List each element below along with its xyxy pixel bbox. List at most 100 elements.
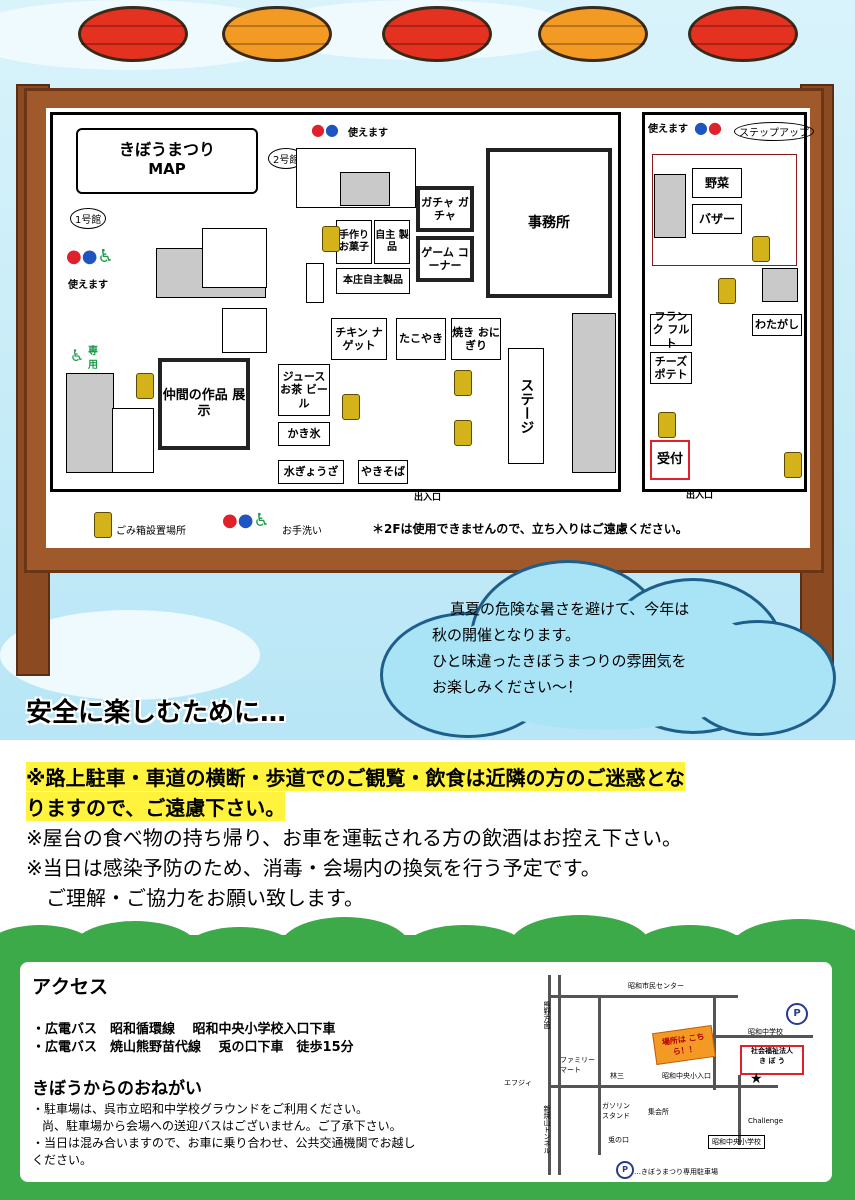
booth-handmade-sweets: 手作り お菓子 xyxy=(336,220,372,264)
booth-gyoza: 水ぎょうざ xyxy=(278,460,344,484)
kumano-label: 熊野方面 xyxy=(543,1001,551,1029)
trash-bin-icon xyxy=(94,512,112,538)
booth-cheese-potato: チーズ ポテト xyxy=(650,352,692,384)
parking-note: …きぼうまつり専用駐車場 xyxy=(634,1168,718,1176)
announcement-cloud xyxy=(380,560,836,740)
building-2-room xyxy=(340,172,390,206)
map-title-scroll: きぼうまつり MAP xyxy=(76,128,258,194)
star-icon: ★ xyxy=(750,1071,763,1087)
usagi-label: 兎の口 xyxy=(608,1136,629,1144)
reception-desk: 受付 xyxy=(650,440,690,480)
second-floor-note: ＊2Fは使用できませんので、立ち入りはご遠慮ください。 xyxy=(372,522,688,536)
works-exhibit-room: 仲間の作品 展示 xyxy=(158,358,250,450)
family-mart-label: ファミリー マート xyxy=(560,1056,595,1074)
announcement-line-2: 秋の開催となります。 xyxy=(432,626,581,644)
building-1-label: 1号館 xyxy=(70,208,107,229)
safety-notice-1b: りますので、ご遠慮下さい。 xyxy=(26,792,286,821)
entrance-label-2: 出入口 xyxy=(686,491,714,501)
trash-bin-icon xyxy=(658,412,676,438)
legend-toilet-icons: ●●♿ xyxy=(222,510,270,531)
trash-bin-icon xyxy=(454,370,472,396)
trash-bin-icon xyxy=(454,420,472,446)
safety-notice-2: ※屋台の食べ物の持ち帰り、お車を運転される方の飲酒はお控え下さい。 xyxy=(26,826,682,850)
civic-center-label: 昭和市民センター xyxy=(628,982,684,990)
gas-stand-label: ガソリン スタンド xyxy=(602,1102,630,1120)
toilet-usable-label-3: 使えます xyxy=(648,124,688,135)
kibou-location-box: 社会福祉法人 き ぼ う xyxy=(740,1045,804,1075)
toilet-usable-label-2: 使えます xyxy=(348,128,388,139)
trash-bin-icon xyxy=(322,226,340,252)
toilet-icons: ●● xyxy=(311,120,339,139)
booth-yakisoba: やきそば xyxy=(358,460,408,484)
safety-notice-4: ご理解・ご協力をお願い致します。 xyxy=(46,886,364,910)
tunnel-label: 新焼山トンネル xyxy=(543,1105,551,1154)
venue-map: きぼうまつり MAP 1号館 2号館 ●●♿ 使えます ●● 使えます ♿ 専 … xyxy=(46,108,814,548)
entrance-label-1: 出入口 xyxy=(414,493,442,503)
request-2: 尚、駐車場から会場への送迎バスはございません。ご了承下さい。 xyxy=(42,1119,402,1133)
booth-honjo-products: 本庄自主製品 xyxy=(336,268,410,294)
hayashi-label: 林三 xyxy=(610,1072,624,1080)
request-heading: きぼうからのおねがい xyxy=(32,1079,202,1099)
challenge-label: Challenge xyxy=(748,1117,783,1125)
parking-legend-icon: P xyxy=(616,1161,634,1179)
booth-own-products: 自主 製品 xyxy=(374,220,410,264)
booth-shaved-ice: かき氷 xyxy=(278,422,330,446)
meeting-hall-label: 集会所 xyxy=(648,1108,669,1116)
request-3: ・当日は混み合いますので、お車に乗り合わせ、公共交通機関でお越し xyxy=(32,1136,416,1150)
toilet-icons: ●● xyxy=(694,118,722,137)
stair-room xyxy=(202,228,267,288)
booth-drinks: ジュース お茶 ビール xyxy=(278,364,330,416)
trash-bin-icon xyxy=(784,452,802,478)
booth-game-corner: ゲーム コーナー xyxy=(416,236,474,282)
safety-notice-3: ※当日は感染予防のため、消毒・会場内の換気を行う予定です。 xyxy=(26,856,601,880)
booth-vegetables: 野菜 xyxy=(692,168,742,198)
access-panel xyxy=(20,962,832,1182)
trash-bin-icon xyxy=(136,373,154,399)
building-1-room xyxy=(112,408,154,473)
request-4: ください。 xyxy=(32,1153,93,1167)
here-callout: 場所は こちら！！ xyxy=(652,1024,716,1066)
elevator-room xyxy=(306,263,324,303)
elem-entrance-label: 昭和中央小入口 xyxy=(662,1072,711,1080)
announcement-line-1: 真夏の危険な暑さを避けて、今年は xyxy=(450,600,690,618)
trash-bin-icon xyxy=(752,236,770,262)
accessible-toilet-icon: ♿ xyxy=(66,342,88,370)
lantern-icon xyxy=(538,6,648,62)
safety-notice-1: ※路上駐車・車道の横断・歩道でのご観覧・飲食は近隣の方のご迷惑とな xyxy=(26,762,685,791)
kibou-label-2: き ぼ う xyxy=(759,1056,785,1065)
trash-bin-icon xyxy=(718,278,736,304)
lantern-icon xyxy=(78,6,188,62)
booth-takoyaki: たこやき xyxy=(396,318,446,360)
request-1: ・駐車場は、呉市立昭和中学校グラウンドをご利用ください。 xyxy=(32,1102,369,1116)
announcement-line-4: お楽しみください～！ xyxy=(432,678,583,696)
kibou-label-1: 社会福祉法人 xyxy=(751,1047,793,1055)
efuji-label: エフジィ xyxy=(504,1079,532,1087)
junior-high-label: 昭和中学校 xyxy=(748,1028,783,1036)
step-up-label: ステップアップ xyxy=(734,122,814,141)
map-subtitle: MAP xyxy=(148,160,186,178)
parking-icon: P xyxy=(786,1003,808,1025)
lantern-icon xyxy=(688,6,798,62)
announcement-line-3: ひと味違ったきぼうまつりの雰囲気を xyxy=(432,652,687,670)
access-heading: アクセス xyxy=(32,976,109,998)
stage: ステージ xyxy=(508,348,544,464)
safety-heading: 安全に楽しむために… xyxy=(26,698,287,728)
right-building-room xyxy=(654,174,686,238)
booth-frankfurter: フランク フルト xyxy=(650,310,692,350)
booth-gacha: ガチャ ガチャ xyxy=(416,186,474,232)
booth-bazaar: バザー xyxy=(692,204,742,234)
booth-chicken-nuggets: チキン ナゲット xyxy=(331,318,387,360)
access-map: 昭和市民センター 熊野方面 ファミリー マート エフジィ 新焼山トンネル ガソリ… xyxy=(504,975,823,1180)
lantern-icon xyxy=(222,6,332,62)
building-1-room xyxy=(66,373,114,473)
access-bus-1: ・広電バス 昭和循環線 昭和中央小学校入口下車 xyxy=(32,1022,336,1037)
building-3-room xyxy=(572,313,616,473)
toilet-icons: ●●♿ xyxy=(66,246,114,267)
toilet-usable-label-1: 使えます xyxy=(68,280,108,291)
booth-yaki-onigiri: 焼き おにぎり xyxy=(451,318,501,360)
building-1-room xyxy=(222,308,267,353)
lantern-icon xyxy=(382,6,492,62)
booth-cotton-candy: わたがし xyxy=(752,314,802,336)
access-bus-2: ・広電バス 焼山熊野苗代線 兎の口下車 徒歩15分 xyxy=(32,1040,354,1055)
legend-toilet-label: お手洗い xyxy=(282,526,322,537)
